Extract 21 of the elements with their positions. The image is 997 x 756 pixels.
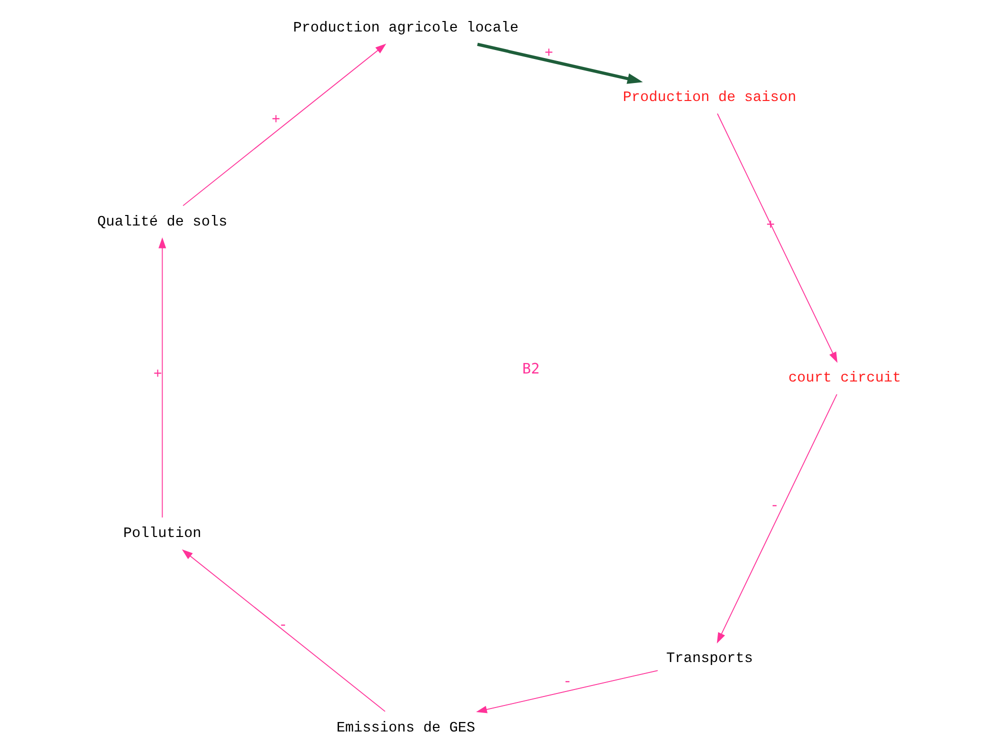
edge-label: - — [770, 498, 778, 514]
arrow — [716, 113, 837, 363]
arrow — [476, 42, 642, 84]
node-text: Qualité de sols — [96, 214, 227, 231]
edge-label: - — [562, 674, 572, 690]
arrow — [158, 237, 166, 518]
edge-label: + — [271, 112, 280, 128]
arrow — [476, 670, 658, 714]
node-text: court circuit — [788, 370, 901, 386]
node-text: Production de saison — [622, 90, 796, 106]
node-text: Emissions de GES — [336, 720, 475, 736]
arrow — [716, 394, 837, 644]
edge-label: + — [152, 366, 162, 383]
arrow — [182, 44, 386, 206]
node-text: Pollution — [122, 526, 201, 542]
edge-label: + — [544, 46, 553, 62]
arrow — [181, 549, 386, 712]
label: B2 — [522, 361, 540, 378]
node-text: Production agricole locale — [292, 20, 518, 36]
node-text: Transports — [666, 651, 752, 668]
edge-label: - — [278, 618, 287, 634]
